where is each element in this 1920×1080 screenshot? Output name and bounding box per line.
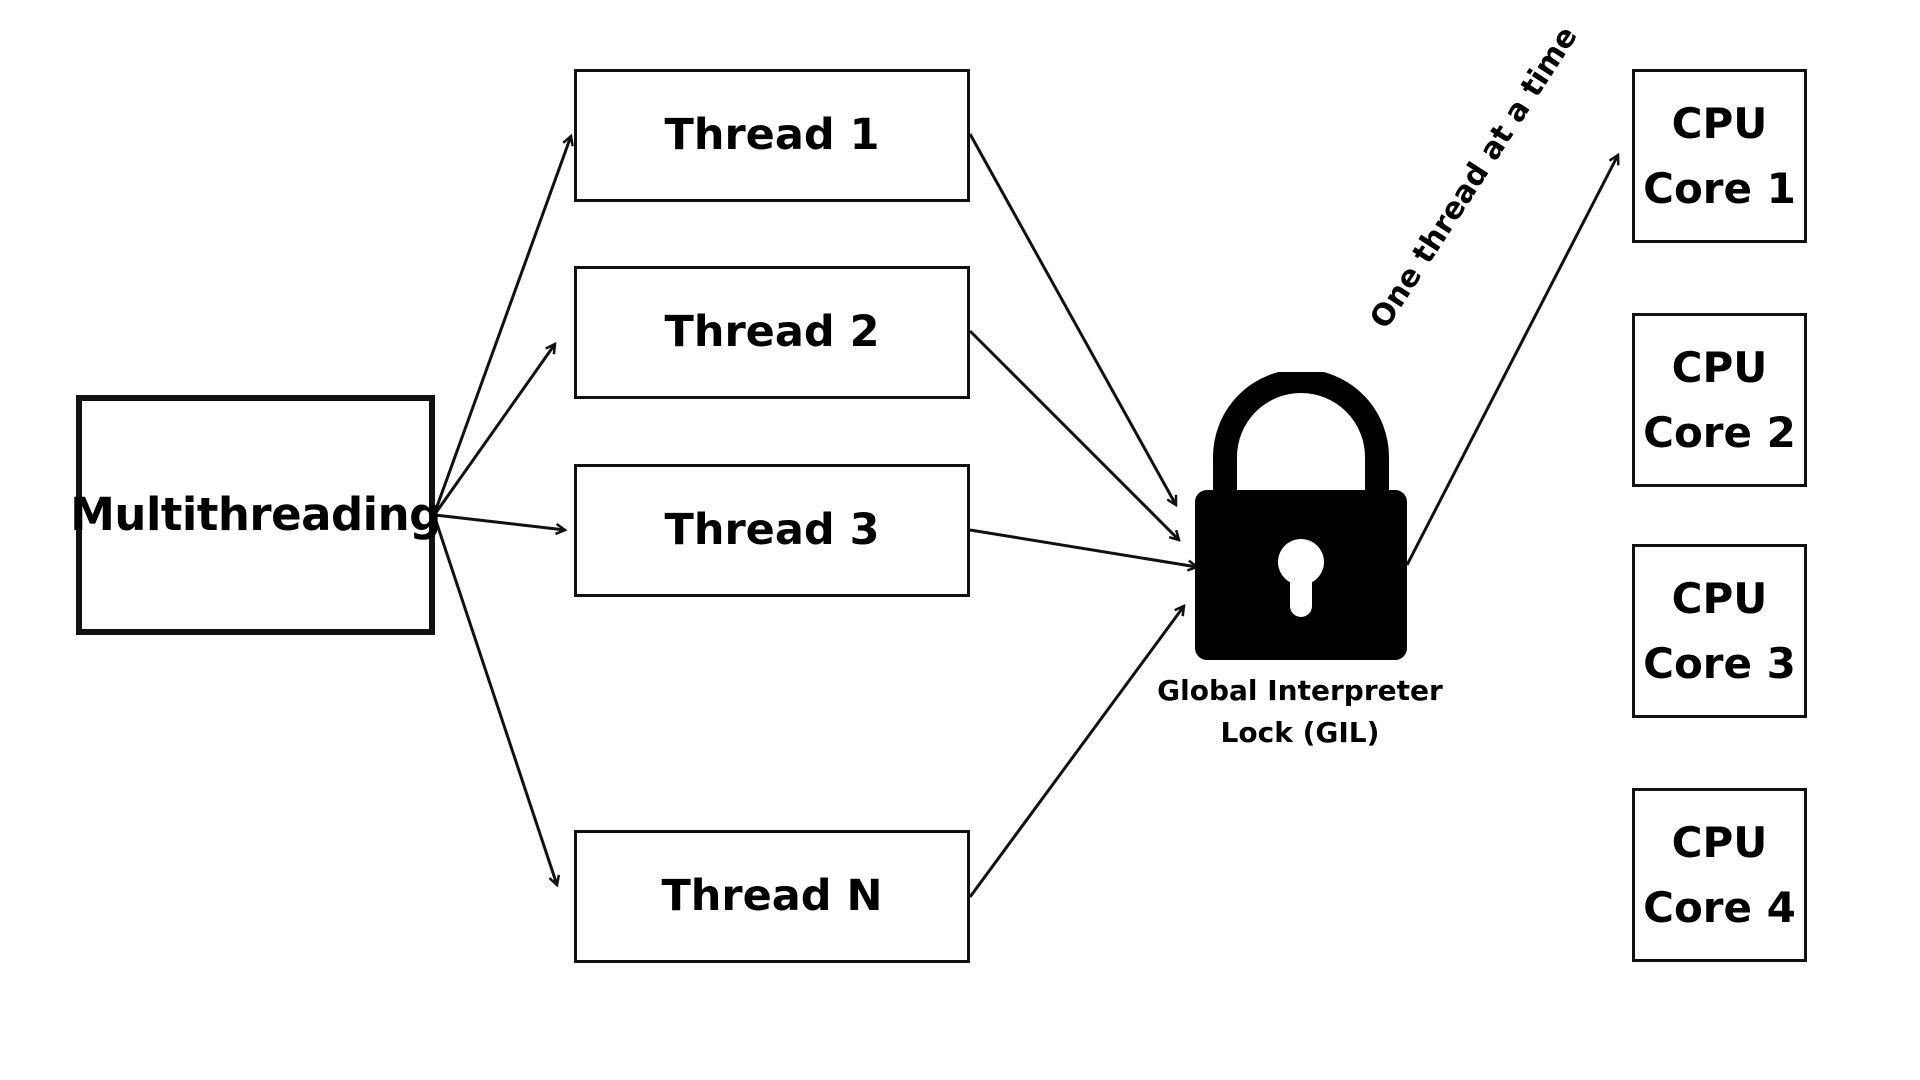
thread-box-2: Thread 2: [574, 266, 970, 399]
arrow-thread-3-to-lock: [969, 528, 1197, 567]
arrow-source-to-thread-1: [433, 136, 571, 513]
cpu-core-label: CPU Core 4: [1643, 817, 1796, 932]
cpu-core-box-1: CPU Core 1: [1632, 69, 1807, 243]
thread-label: Thread N: [661, 870, 883, 921]
thread-box-1: Thread 1: [574, 69, 970, 202]
arrow-source-to-thread-3: [434, 513, 565, 530]
thread-box-n: Thread N: [574, 830, 970, 963]
arrow-lock-to-core-1: [1405, 155, 1618, 566]
arrow-source-to-thread-2: [433, 344, 555, 515]
thread-label: Thread 1: [664, 109, 880, 160]
gil-label: Global Interpreter Lock (GIL): [1157, 674, 1443, 749]
arrow-thread-2-to-lock: [968, 329, 1179, 540]
thread-label: Thread 3: [664, 504, 880, 555]
thread-box-3: Thread 3: [574, 464, 970, 597]
padlock-icon: [1195, 372, 1407, 660]
cpu-core-box-4: CPU Core 4: [1632, 788, 1807, 962]
arrow-thread-1-to-lock: [968, 133, 1178, 505]
arrow-thread-n-to-lock: [968, 606, 1184, 898]
cpu-core-label: CPU Core 3: [1643, 573, 1796, 688]
cpu-core-label: CPU Core 2: [1643, 342, 1796, 457]
multithreading-box: Multithreading: [70, 395, 441, 635]
cpu-core-box-2: CPU Core 2: [1632, 313, 1807, 487]
cpu-core-box-3: CPU Core 3: [1632, 544, 1807, 718]
cpu-core-label: CPU Core 1: [1643, 98, 1796, 213]
multithreading-label: Multithreading: [70, 488, 441, 541]
arrow-source-to-thread-n: [433, 517, 557, 885]
thread-label: Thread 2: [664, 306, 880, 357]
